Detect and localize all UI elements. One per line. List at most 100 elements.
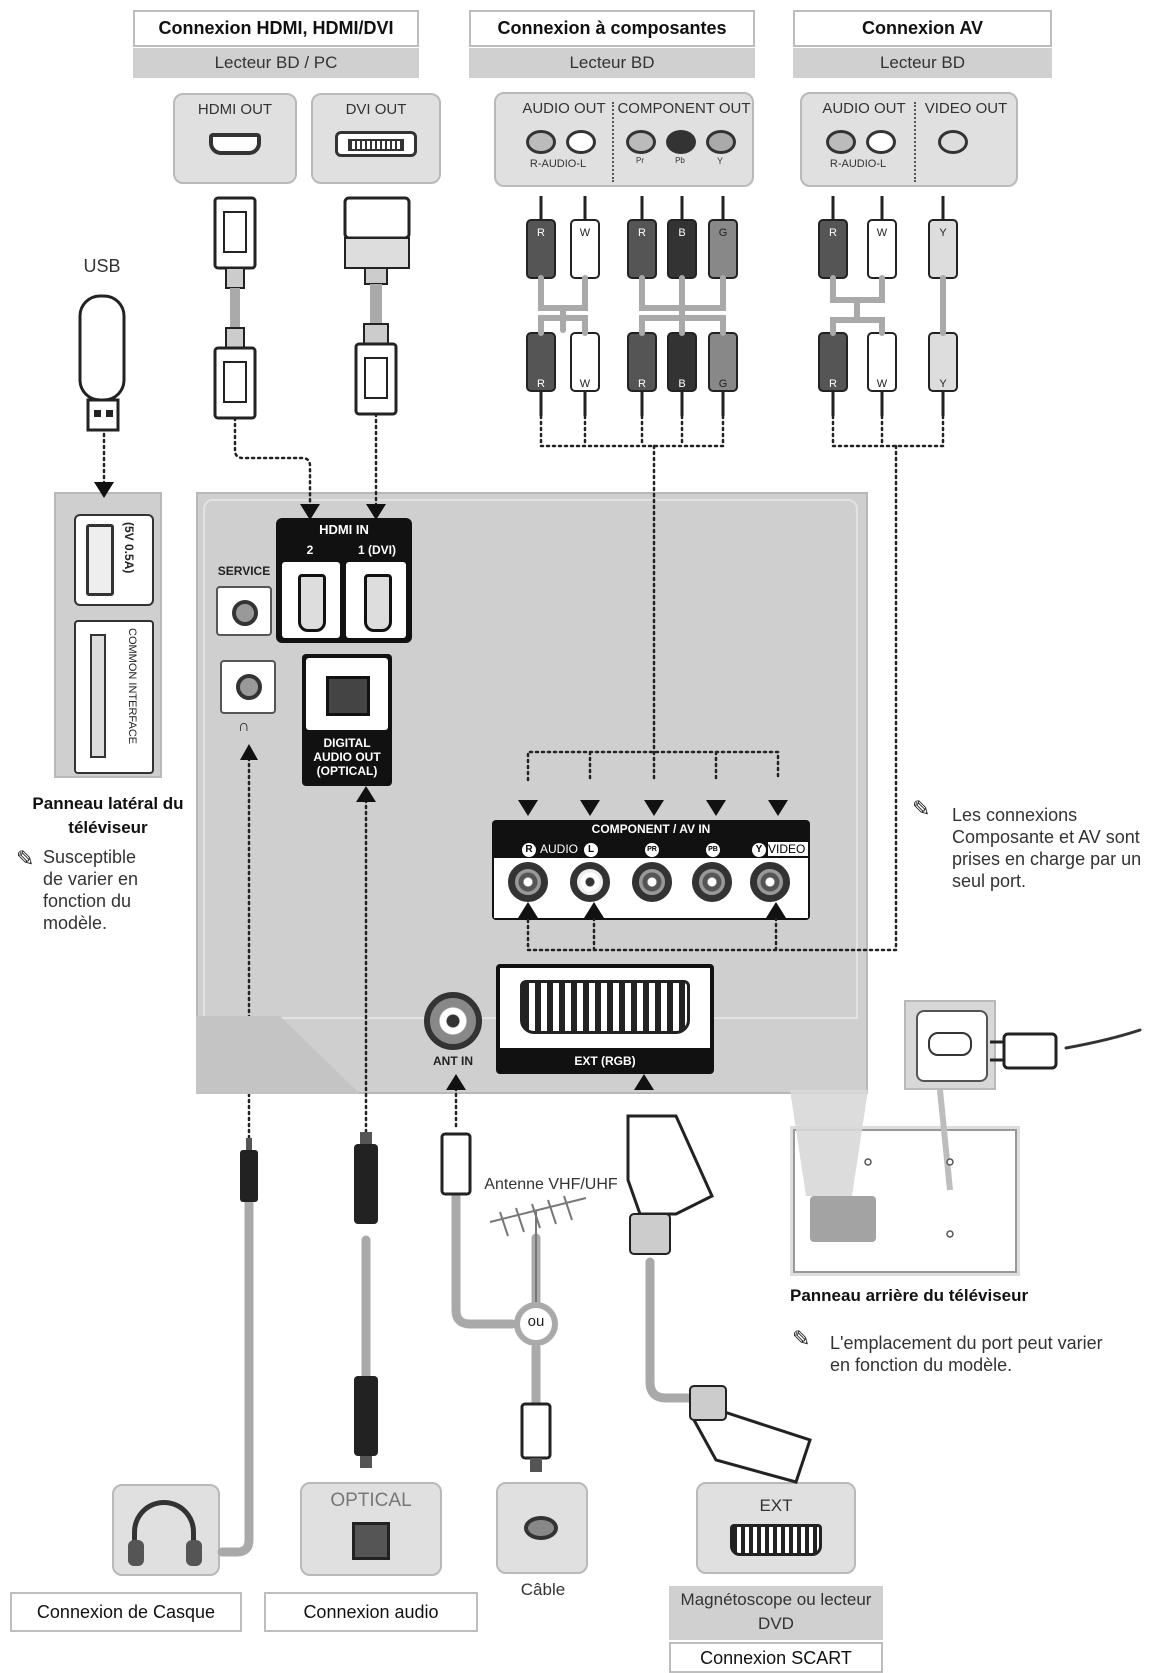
scart-caption: Connexion SCART <box>669 1642 883 1673</box>
component-note-line-2: Composante et AV sont <box>952 827 1140 847</box>
cable-label: Câble <box>520 1580 566 1599</box>
rca-jack-icon <box>626 130 656 154</box>
plug-letter-r: R <box>537 227 545 239</box>
note-pencil-icon: ✎ <box>912 796 931 821</box>
optical-device-label: OPTICAL <box>330 1490 412 1511</box>
optical-device-port-icon <box>352 1522 390 1560</box>
video-label: VIDEO <box>768 842 808 856</box>
plug-letters: R W R B G R W R B G R W Y R W Y <box>537 227 947 390</box>
av-out-box: AUDIO OUT VIDEO OUT R-AUDIO-L <box>800 92 1018 187</box>
pb-mark-icon: PB <box>706 843 720 857</box>
headphones-box <box>112 1484 220 1576</box>
header-component-sub: Lecteur BD <box>469 48 755 78</box>
optical-port-icon <box>326 676 370 716</box>
hdmi-plug-icon <box>213 196 257 420</box>
headphones-icon <box>132 1500 196 1558</box>
hdmi-2-port-icon <box>298 574 326 632</box>
hdmi-1-port-icon <box>364 574 392 632</box>
rca-jack-icon <box>666 130 696 154</box>
header-hdmi-title: Connexion HDMI, HDMI/DVI <box>133 10 419 47</box>
service-jack-icon <box>232 600 258 626</box>
rca-jack-icon <box>866 130 896 154</box>
plug-letter-r: R <box>638 378 646 390</box>
note-pencil-icon: ✎ <box>16 846 35 871</box>
rca-jack-icon <box>566 130 596 154</box>
video-out-label: VIDEO OUT <box>924 100 1008 117</box>
headphone-jack-icon <box>236 674 262 700</box>
usb-port-icon <box>86 524 114 596</box>
digital-audio-label-1: DIGITAL <box>323 736 371 750</box>
plug-letter-b: B <box>678 227 685 239</box>
header-av-title: Connexion AV <box>793 10 1052 47</box>
side-note-line-1: Susceptible <box>43 847 137 867</box>
power-socket-inner-icon <box>928 1032 972 1056</box>
component-jack-r[interactable] <box>508 862 548 902</box>
pb-label: Pb <box>675 156 685 165</box>
usb-stick-icon <box>78 294 126 432</box>
hdmi-out-label: HDMI OUT <box>197 101 273 118</box>
common-interface-label: COMMON INTERFACE <box>126 628 138 745</box>
y-label: Y <box>716 156 723 166</box>
rca-jack-icon <box>526 130 556 154</box>
plug-letter-y: Y <box>939 227 947 239</box>
audio-label: AUDIO <box>540 842 579 856</box>
plug-letter-y: Y <box>939 378 947 390</box>
optical-device-box: OPTICAL <box>300 1482 442 1576</box>
header-component-title: Connexion à composantes <box>469 10 755 47</box>
component-jack-l[interactable] <box>570 862 610 902</box>
vcr-box <box>669 1586 883 1640</box>
rca-plugs-av <box>818 196 958 416</box>
headphone-caption: Connexion de Casque <box>10 1592 242 1632</box>
plug-letter-g: G <box>719 378 728 390</box>
component-note-line-1: Les connexions <box>952 805 1078 825</box>
optical-plug-icon <box>354 1132 378 1468</box>
tv-back-caption: Panneau arrière du téléviseur <box>790 1286 1029 1305</box>
plug-letter-r: R <box>829 378 837 390</box>
side-panel-caption-line1: Panneau latéral du <box>32 794 184 813</box>
port-note-line-1: L'emplacement du port peut varier <box>830 1333 1103 1353</box>
cable-box <box>496 1482 588 1574</box>
r-audio-l-label: R-AUDIO-L <box>529 158 587 170</box>
side-note-line-4: modèle. <box>43 913 108 933</box>
scart-port-icon <box>520 980 690 1034</box>
ant-in-port[interactable] <box>424 992 482 1050</box>
rca-plugs-component <box>526 196 738 416</box>
plug-letter-w: W <box>580 227 591 239</box>
antenna-label: Antenne VHF/UHF <box>484 1176 618 1193</box>
common-interface-slot-icon <box>90 634 106 758</box>
header-av-sub: Lecteur BD <box>793 48 1052 78</box>
av-r-audio-l-label: R-AUDIO-L <box>829 158 887 170</box>
plug-letter-r: R <box>638 227 646 239</box>
side-note-line-3: fonction du <box>43 891 132 911</box>
digital-audio-label-2: AUDIO OUT <box>313 750 381 764</box>
pr-mark-icon: PR <box>645 843 659 857</box>
antenna-icon <box>489 1195 587 1302</box>
audio-caption: Connexion audio <box>264 1592 478 1632</box>
digital-audio-label-3: (OPTICAL) <box>316 764 378 778</box>
coax-connector-icon <box>524 1516 558 1540</box>
component-jack-pr[interactable] <box>632 862 672 902</box>
common-interface-slot <box>74 620 154 774</box>
hdmi-out-box: HDMI OUT <box>173 93 297 184</box>
plug-letter-g: G <box>719 227 728 239</box>
hdmi-port-icon <box>209 133 261 155</box>
plug-letter-w: W <box>877 227 888 239</box>
component-jack-pb[interactable] <box>692 862 732 902</box>
component-note-line-3: prises en charge par un <box>952 849 1142 869</box>
vcr-line-1: Magnétoscope ou lecteur <box>680 1590 872 1609</box>
component-jack-y[interactable] <box>750 862 790 902</box>
pr-label: Pr <box>636 156 644 165</box>
hdmi-1-label: 1 (DVI) <box>357 543 396 557</box>
side-panel-caption-line2: téléviseur <box>68 818 148 837</box>
plug-letter-r: R <box>537 378 545 390</box>
hdmi-2-label: 2 <box>306 543 314 557</box>
service-label: SERVICE <box>217 564 271 578</box>
side-note-line-2: de varier en <box>43 869 139 889</box>
dvi-out-box: DVI OUT <box>311 93 441 184</box>
side-panel: (5V 0.5A) COMMON INTERFACE <box>54 492 162 778</box>
ou-label: ou <box>527 1313 545 1330</box>
rca-jack-icon <box>826 130 856 154</box>
y-mark-icon: Y <box>752 843 766 857</box>
hdmi-in-label: HDMI IN <box>319 522 369 537</box>
vcr-line-2: DVD <box>758 1614 794 1633</box>
